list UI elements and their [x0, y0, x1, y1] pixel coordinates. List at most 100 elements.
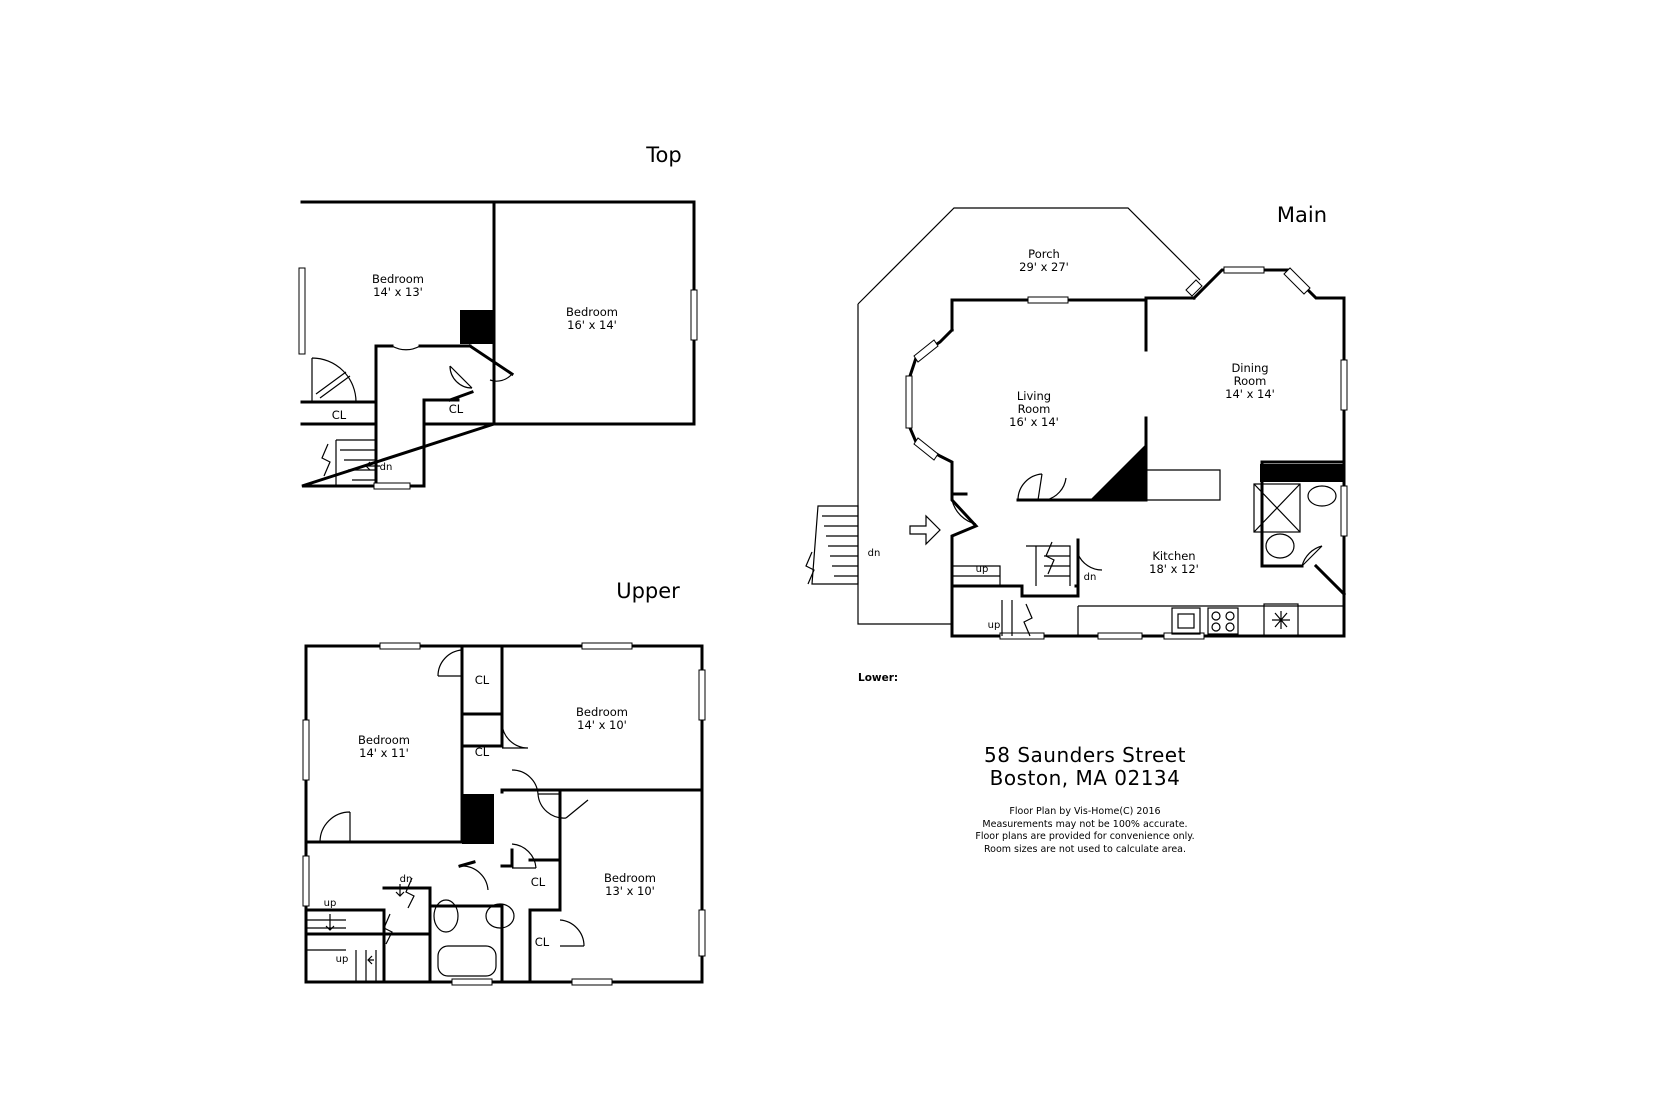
porch-name: Porch	[1028, 247, 1060, 261]
top-bedroom-2-name: Bedroom	[566, 305, 618, 319]
living-room-name-1: Living	[1017, 389, 1051, 403]
upper-interior-wall	[304, 644, 464, 844]
top-stair-dn: dn	[380, 462, 393, 473]
main-header	[1260, 464, 1344, 482]
upper-bedroom-3-name: Bedroom	[604, 871, 656, 885]
upper-closet-4: CL	[535, 935, 550, 949]
main-window	[999, 632, 1045, 640]
main-interior-wall	[1260, 460, 1347, 597]
upper-door	[511, 769, 567, 819]
top-closet-2: CL	[449, 402, 464, 416]
living-french-door	[1017, 473, 1067, 501]
main-floor-title: Main	[1277, 203, 1327, 227]
main-sink-icon	[1307, 485, 1337, 507]
upper-window	[379, 642, 421, 650]
upper-bedroom-1-name: Bedroom	[358, 733, 410, 747]
living-room-size: 16' x 14'	[1009, 415, 1059, 429]
address-line-1: 58 Saunders Street	[984, 743, 1186, 767]
kitchen-size: 18' x 12'	[1149, 562, 1199, 576]
upper-bathtub-icon	[437, 945, 497, 977]
top-interior-wall	[418, 343, 515, 377]
upper-sink-icon	[433, 899, 459, 933]
upper-window	[581, 642, 633, 650]
top-interior-wall	[300, 390, 474, 488]
stove-icon	[1211, 611, 1221, 621]
porch-size: 29' x 27'	[1019, 260, 1069, 274]
upper-window	[698, 909, 706, 957]
top-door	[315, 371, 351, 399]
main-window	[1340, 359, 1348, 411]
upper-stair	[306, 919, 377, 982]
shower-icon	[1253, 483, 1301, 533]
upper-chimney	[462, 794, 494, 844]
address-line-2: Boston, MA 02134	[989, 766, 1181, 790]
main-stair-up-1: up	[976, 564, 989, 575]
upper-stair-up-2: up	[336, 954, 349, 965]
kitchen-sink-icon	[1177, 613, 1195, 629]
upper-window	[571, 978, 613, 986]
top-bedroom-1-size: 14' x 13'	[373, 285, 423, 299]
main-stair	[1026, 545, 1071, 586]
porch-outline	[857, 207, 1201, 625]
top-closet-1: CL	[332, 408, 347, 422]
stove-icon	[1211, 622, 1221, 632]
main-stair-up-2: up	[988, 620, 1001, 631]
main-window	[905, 375, 913, 429]
main-stair	[1045, 541, 1055, 575]
upper-door	[461, 865, 489, 891]
main-window	[1185, 279, 1203, 297]
main-floor-plan: Main	[805, 203, 1348, 640]
upper-closet-2: CL	[475, 745, 490, 759]
upper-floor-title: Upper	[616, 579, 680, 603]
entry-arrow-icon	[909, 514, 941, 546]
main-window	[1340, 485, 1348, 537]
top-door	[489, 373, 513, 382]
main-chimney	[1090, 444, 1146, 500]
upper-door	[511, 843, 537, 869]
refrigerator-icon	[1263, 603, 1299, 637]
kitchen-counter	[1077, 605, 1344, 636]
top-window	[690, 289, 698, 341]
disclaimer-notes: Floor Plan by Vis-Home(C) 2016 Measureme…	[955, 806, 1215, 856]
upper-bedroom-2-name: Bedroom	[576, 705, 628, 719]
upper-window	[302, 719, 310, 781]
upper-stair	[395, 884, 405, 897]
top-bedroom-2-size: 16' x 14'	[567, 318, 617, 332]
main-interior-wall	[950, 538, 1080, 598]
upper-bedroom-3-size: 13' x 10'	[605, 884, 655, 898]
note-credit: Floor Plan by Vis-Home(C) 2016	[1009, 806, 1161, 817]
upper-bedroom-2-size: 14' x 10'	[577, 718, 627, 732]
upper-interior-wall	[528, 790, 562, 984]
upper-door	[437, 649, 463, 677]
upper-stair-dn: dn	[400, 874, 413, 885]
main-stair	[951, 565, 1001, 586]
upper-window	[451, 978, 493, 986]
upper-floor-plan: Upper	[302, 579, 706, 986]
dining-room-size: 14' x 14'	[1225, 387, 1275, 401]
living-room-name-2: Room	[1018, 402, 1051, 416]
upper-stair-up-1: up	[324, 898, 337, 909]
lower-floor-title: Lower:	[858, 672, 899, 684]
upper-door	[565, 799, 589, 819]
upper-floor-walls	[304, 644, 704, 984]
main-stair	[1001, 600, 1033, 637]
top-floor-plan: Top Bedroom 14' x 13' Bedroom 16' x 14' …	[298, 143, 698, 490]
main-window	[1097, 632, 1143, 640]
upper-door	[319, 811, 351, 843]
stove-icon	[1225, 611, 1235, 621]
top-stair	[321, 443, 331, 477]
upper-toilet-icon	[485, 903, 515, 929]
top-chimney	[460, 310, 494, 344]
main-window	[913, 437, 939, 461]
main-door	[1301, 545, 1323, 567]
shower-icon	[1253, 483, 1301, 533]
top-floor-walls	[300, 200, 696, 488]
main-window	[1283, 267, 1311, 295]
upper-window	[698, 669, 706, 721]
main-window	[1027, 296, 1069, 304]
upper-interior-wall	[458, 848, 514, 868]
top-door	[449, 365, 473, 389]
note-accuracy: Measurements may not be 100% accurate.	[982, 818, 1188, 830]
dining-room-name-2: Room	[1234, 374, 1267, 388]
